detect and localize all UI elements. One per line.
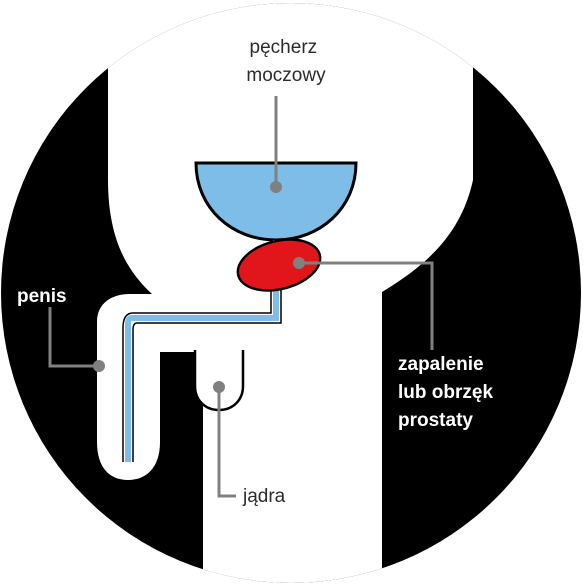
prostate-label-line-2: lub obrzęk [398,382,493,403]
bladder-label-line-2: moczowy [246,65,326,86]
prostate-label-line-3: prostaty [398,410,473,431]
prostate-dot [293,257,305,269]
bladder-label-line-1: pęcherz [250,37,318,58]
penis-label: penis [17,286,67,307]
testes-label: jądra [242,486,286,507]
bladder-dot [270,181,282,193]
penis-dot [93,360,105,372]
testes-dot [213,381,225,393]
prostate-label-line-1: zapalenie [398,354,484,375]
